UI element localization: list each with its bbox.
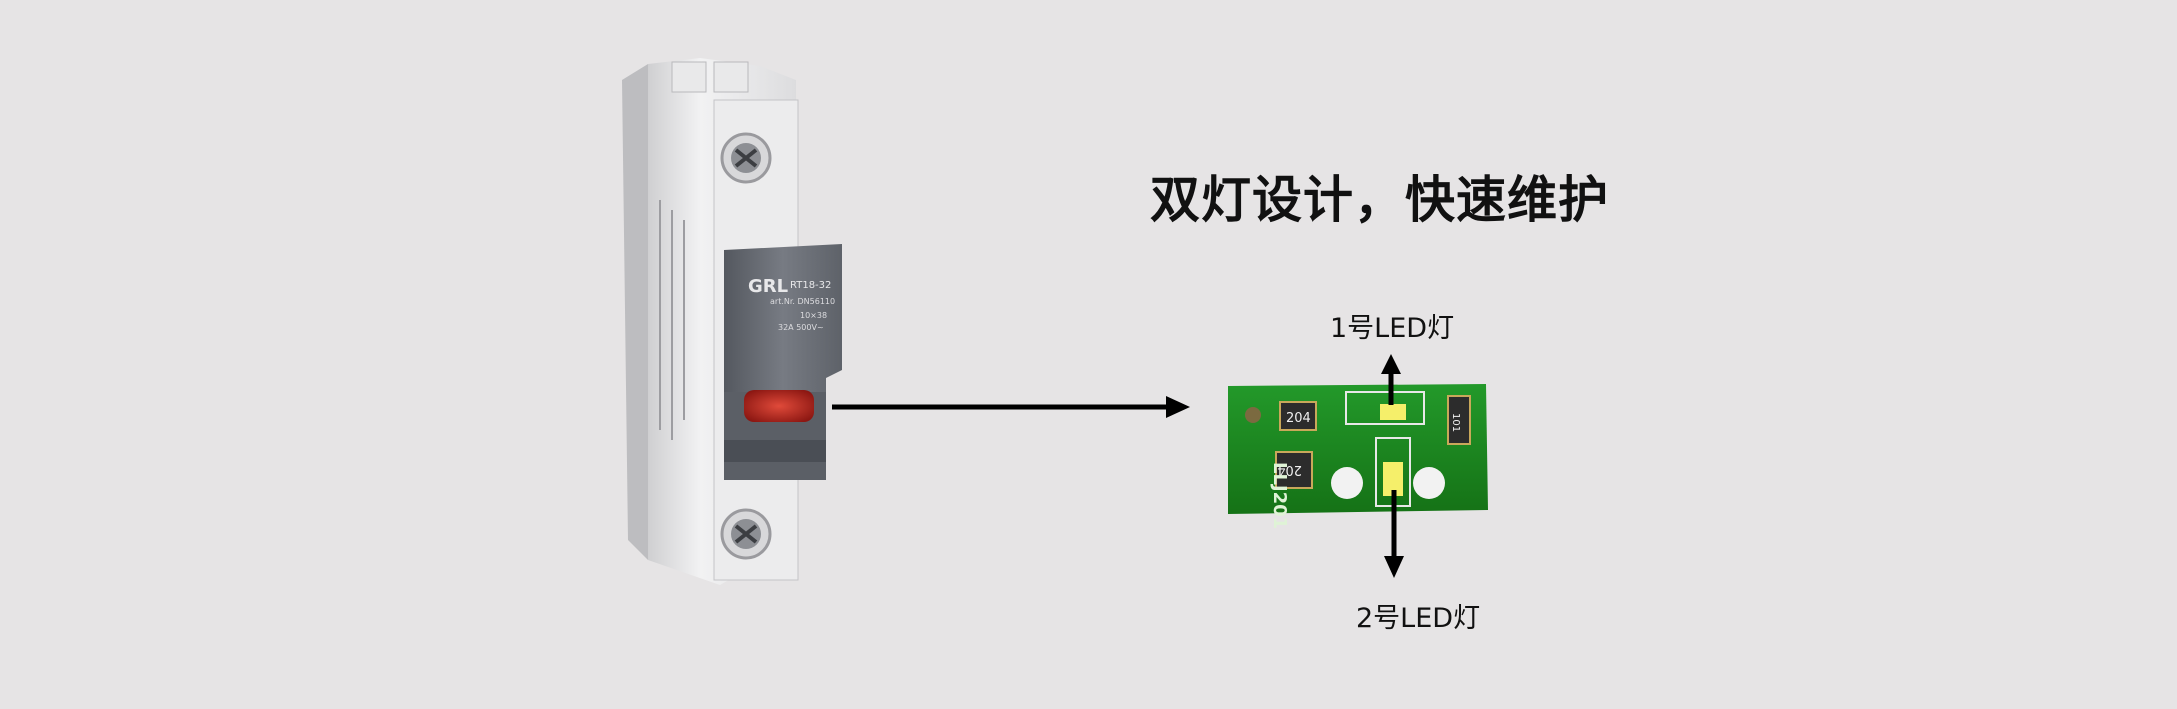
led1-label: 1号LED灯 [1330,313,1455,344]
resistor-top [1279,401,1317,431]
headline: 双灯设计，快速维护 [1150,171,1609,229]
led1-arrow [1381,354,1401,405]
fuse-holder: GRL RT18-32 art.Nr. DN56110 10×38 32A 50… [622,58,842,585]
led2-label: 2号LED灯 [1356,603,1481,634]
resistor-bottom [1275,451,1313,489]
fuse-carrier-grip [724,440,826,462]
top-clip [671,61,707,93]
resistor-right-label: 101 [1450,413,1461,432]
resistor-bottom-label: 204 [1277,462,1302,477]
rating-label: 32A 500V~ [778,323,824,332]
led-pcb: 204 204 101 LLJ201 [1228,384,1488,529]
led2 [1383,462,1403,496]
model-label: RT18-32 [790,280,831,291]
resistor-right [1447,395,1471,445]
size-label: 10×38 [800,311,827,320]
indicator-lamp [744,390,814,422]
pointer-arrow [832,396,1190,418]
mounting-hole [1413,467,1445,499]
side-engraving [659,200,685,440]
fuse-carrier-handle [724,244,842,392]
art-number-label: art.Nr. DN56110 [770,297,835,306]
mounting-hole [1331,467,1363,499]
top-clip [713,61,749,93]
led2-arrow [1384,490,1404,578]
led1 [1380,404,1406,420]
pcb-silkscreen: LLJ201 [1269,462,1290,529]
resistor-top-label: 204 [1286,411,1311,426]
solder-pad [1245,407,1261,423]
screw-slot [734,524,758,544]
screw-slot [734,148,758,168]
brand-label: GRL [748,276,788,297]
fuse-holder-side [622,64,648,560]
led1-outline [1345,391,1425,425]
